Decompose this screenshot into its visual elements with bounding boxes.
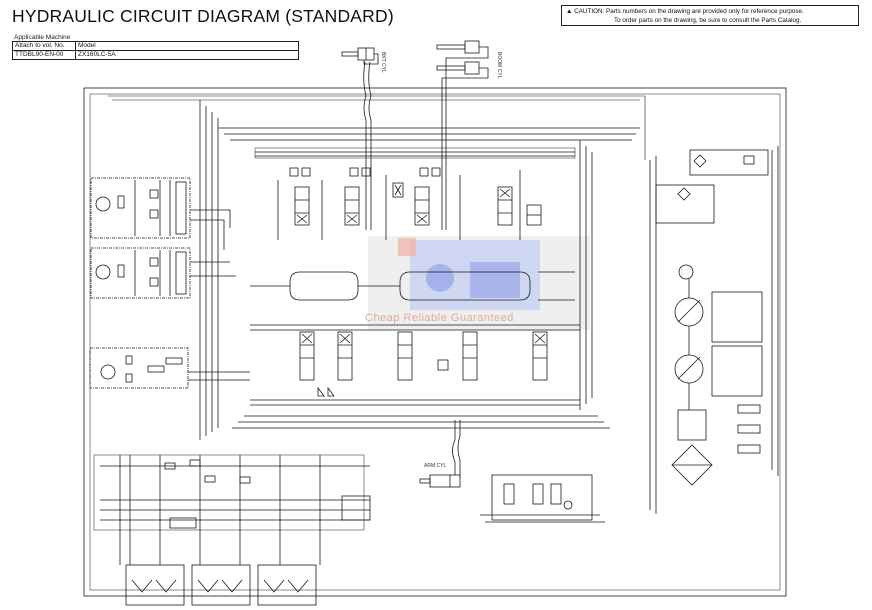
spool-valve bbox=[344, 186, 360, 226]
caution-line-1: CAUTION: Parts numbers on the drawing ar… bbox=[574, 8, 804, 15]
arm-cylinder-label: ARM CYL bbox=[424, 463, 447, 469]
spool-valve bbox=[414, 186, 430, 226]
outer-frame-line bbox=[83, 87, 787, 597]
bucket-cylinder-label: BKT CYL bbox=[380, 52, 386, 73]
boom-cylinder-label: BOOM CYL bbox=[496, 52, 502, 79]
control-valve-upper bbox=[254, 147, 576, 240]
pilot-joysticks bbox=[125, 564, 317, 606]
spool-valve bbox=[299, 331, 315, 381]
pilot-filter bbox=[655, 149, 769, 224]
spool-valve bbox=[397, 331, 413, 381]
swing-motor bbox=[89, 347, 250, 389]
travel-motor-left-upper bbox=[90, 177, 191, 239]
central-passage bbox=[250, 271, 575, 301]
boom-cylinder bbox=[436, 40, 489, 230]
hydraulic-pumps bbox=[649, 146, 779, 514]
spool-valve bbox=[497, 186, 513, 226]
watermark-logo bbox=[368, 236, 590, 330]
arm-cylinder bbox=[419, 420, 461, 488]
caution-notice: ▲ CAUTION: Parts numbers on the drawing … bbox=[561, 5, 859, 26]
table-row: TTDBL90-EN-00 ZX160LC-5A bbox=[12, 50, 299, 60]
caution-line-2: To order parts on the drawing, be sure t… bbox=[614, 17, 802, 24]
watermark-text: Cheap Reliable Guaranteed bbox=[365, 312, 514, 324]
page-title: HYDRAULIC CIRCUIT DIAGRAM (STANDARD) bbox=[12, 6, 394, 26]
pilot-valve-block bbox=[93, 454, 371, 565]
travel-motor-left-lower bbox=[90, 247, 191, 299]
spool-valve bbox=[462, 331, 478, 381]
warning-triangle-icon: ▲ bbox=[566, 8, 573, 15]
control-valve-lower bbox=[250, 324, 580, 406]
bucket-cylinder bbox=[341, 47, 379, 230]
spool-valve bbox=[294, 186, 310, 226]
signal-control-valve bbox=[480, 474, 605, 523]
spool-valve bbox=[532, 331, 548, 381]
cell-model: ZX160LC-5A bbox=[75, 50, 299, 60]
spool-valve bbox=[337, 331, 353, 381]
applicable-machine-label: Applicable Machine bbox=[14, 34, 71, 41]
applicable-machine-table: Attach to vol. No. Model TTDBL90-EN-00 Z… bbox=[12, 41, 299, 60]
